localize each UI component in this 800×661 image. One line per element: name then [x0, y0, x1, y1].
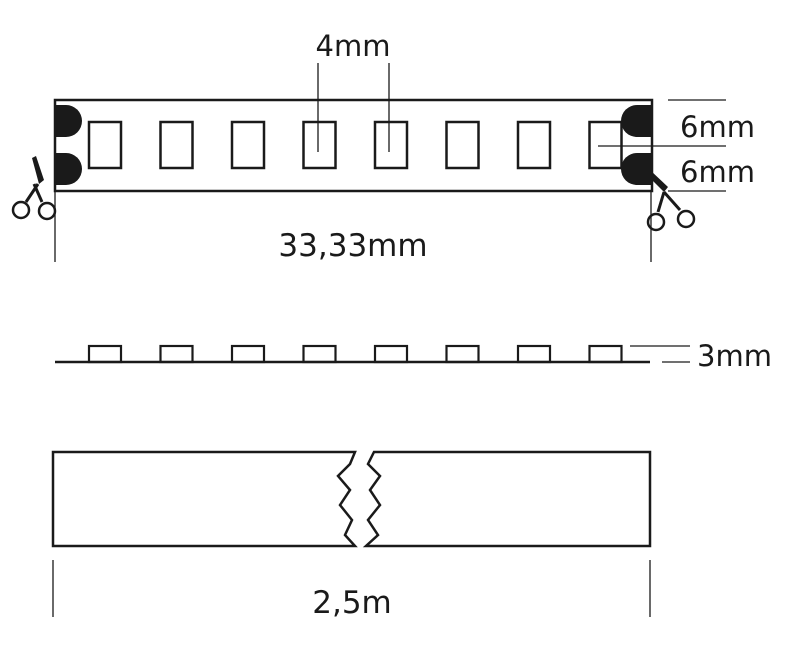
led-chip-side [373, 344, 409, 364]
led-chip-top [302, 120, 337, 170]
solder-pad-right-bottom [621, 153, 651, 185]
scissors-icon [11, 156, 57, 221]
pad-offset-bottom-label: 6mm [680, 155, 755, 189]
led-height-label: 3mm [697, 339, 772, 373]
strip-left-piece [51, 450, 358, 548]
solder-pad-left-bottom [56, 153, 82, 185]
led-chip-side [302, 344, 337, 364]
led-chip-top [588, 120, 623, 170]
led-chip-side [87, 344, 123, 364]
led-chip-top [445, 120, 480, 170]
side-view: 3mm [55, 339, 772, 373]
strip-segment-outline [53, 98, 654, 193]
led-chip-side [516, 344, 552, 364]
full-length-view: 2,5m [51, 450, 652, 621]
led-chip-top [159, 120, 194, 170]
led-chip-side [445, 344, 480, 364]
led-chip-side [230, 344, 266, 364]
led-chip-top [373, 120, 409, 170]
led-chip-top [516, 120, 552, 170]
led-width-label: 4mm [316, 29, 391, 63]
led-chip-top [230, 120, 266, 170]
side-led-group [87, 344, 623, 364]
solder-pad-right-top [621, 105, 651, 137]
scissors-icon [646, 170, 696, 232]
solder-pad-left-top [56, 105, 82, 137]
led-chip-top [87, 120, 123, 170]
led-chip-side [159, 344, 194, 364]
top-led-group [87, 120, 623, 170]
led-chip-side [588, 344, 623, 364]
cut-length-label: 33,33mm [278, 228, 427, 264]
top-view: 4mm 6mm 6mm 33,33mm [11, 29, 755, 264]
total-length-label: 2,5m [312, 585, 392, 621]
pad-offset-top-label: 6mm [680, 110, 755, 144]
strip-right-piece [362, 450, 652, 548]
